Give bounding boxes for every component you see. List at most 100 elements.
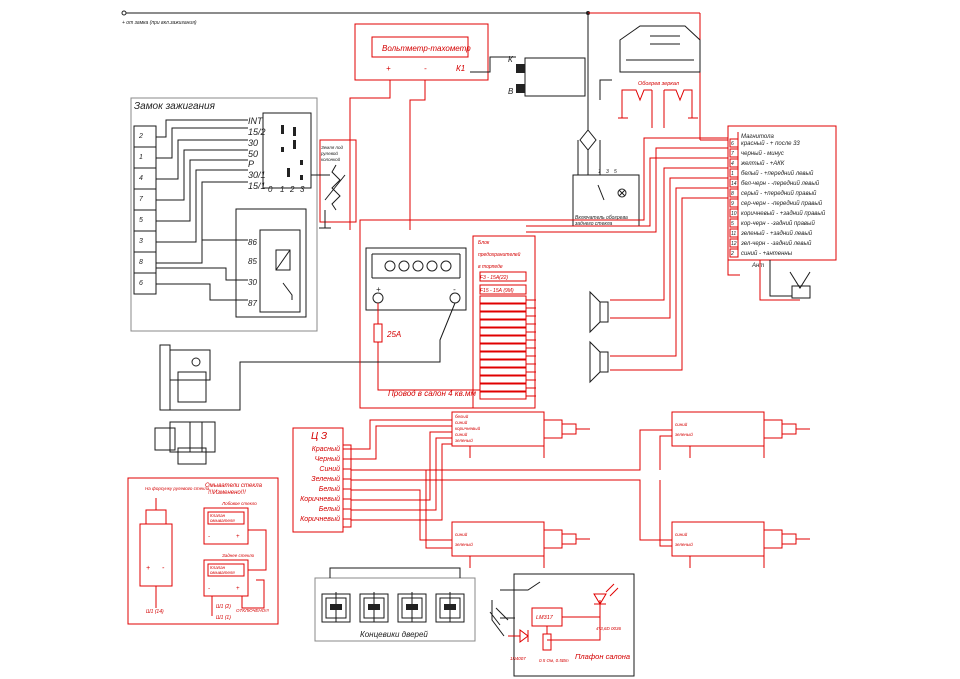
radio-pin: 5 [731,221,734,227]
fuse-block-title: в торпеде [478,264,503,270]
washer-connector: Ш1 (1) [216,615,231,621]
valve-plus: + [236,586,240,592]
fuse-cell [479,383,527,392]
ign-terminal: 15/1 [248,181,266,191]
fuse-cell [479,295,527,304]
switch-label: Включатель обогрева [575,215,628,221]
radio-pin: 1 [731,171,734,177]
washer-connector: Ш1 (2) [216,604,231,610]
washer-connector: Ш1 (14) [146,609,164,615]
door-switch-icon [435,592,465,623]
ign-position: 2 [289,185,295,194]
wire-note: Провод в салон 4 кв.мм [388,389,476,398]
cabin-light-title: Плафон салона [575,652,630,661]
tach-b: В [508,87,514,96]
ign-pin: 1 [139,154,143,161]
fuse-cell [479,303,527,312]
washer-minus: - [162,565,165,572]
radio-row: бел-черн - -передний левый [741,180,820,187]
valve-label: Клапан [210,565,226,570]
front-speaker [589,290,609,334]
ignition-title: Замок зажигания [134,101,216,112]
fuse-row: F3 - 15А(22) [480,275,508,281]
washer-rear-label: Заднее стекло [222,553,255,558]
radio-ant: Ант [751,263,764,269]
actuator-wire-label: синий [675,421,688,427]
ign-pin: 5 [139,217,143,224]
radio-pin: 11 [731,231,736,237]
rear-speaker [589,340,609,384]
central-lock-unit: Ц З КрасныйЧерныйСинийЗеленыйБелыйКоричн… [292,427,352,533]
fuse-cell [479,311,527,320]
valve-minus: - [208,534,210,540]
radio-row: белый - +передний левый [741,170,814,177]
door-switch-icon [397,592,427,623]
radio-row: синий - +антенны [741,250,793,257]
fuse-cell [479,327,527,336]
fuse-block: Блок предохранителей в торпеде F3 - 15А(… [472,235,536,409]
mirror-label: Обогрев зеркал [638,81,679,87]
fuse-cell [479,391,527,400]
actuator-wire-label: зеленый [674,541,693,547]
battery: + - [365,247,467,311]
ign-position: 0 [268,185,273,194]
valve-label: Клапан [210,513,226,518]
tach-k: К [508,55,514,64]
central-lock-wire: Белый [319,505,340,513]
actuator-right-rear: синий зеленый [671,521,810,568]
ign-pin: 3 [139,238,143,245]
fuse-cell [479,351,527,360]
cabin-ic: LM317 [536,615,554,621]
radio-pin: 9 [731,201,734,207]
fuse-cell [479,359,527,368]
column-ground: Земля под рулевой колонкой [311,139,357,229]
ign-pin: 4 [139,175,143,182]
ign-pin: 7 [139,196,144,203]
actuator-wire-label: коричневый [455,425,481,431]
actuator-wire-label: зеленый [674,431,693,437]
actuator-wiring [351,242,672,549]
washers-title: Омыватели стекла [205,483,263,489]
fuse-row: F15 - 15А (9М) [480,288,514,294]
central-lock-wire: Зеленый [311,475,340,483]
switch-pin: 5 [614,169,617,175]
radio-row: коричневый - +задний правый [741,210,826,217]
ign-position: 3 [300,185,305,194]
door-switch-icon [321,592,351,623]
radio-row: черный - минус [741,150,784,157]
radio-row: желтый - +АКК [740,160,785,167]
washer-column-label: На форсунку рулевого стекла [145,486,210,491]
main-fuse: 25А Провод в салон 4 кв.мм [159,302,480,411]
ignition-connector: 2 1 4 7 5 3 8 6 [133,125,157,295]
relay-terminal: 85 [248,257,257,266]
central-lock-wire: Коричневый [300,515,340,523]
radio-pin: 6 [731,141,734,147]
actuator-wire-label: синий [675,531,688,537]
relay-terminal: 86 [248,238,257,247]
radio-title: Магнитола [741,134,775,140]
fuse-cells [479,271,536,400]
switch-label: заднего стекла [574,221,613,227]
radio-row: кор-черн - -задний правый [741,220,815,227]
actuator-wire-label: белый [455,413,469,419]
ign-terminal: 50 [248,149,258,159]
radio-pin: 12 [731,241,737,247]
battery-plus: + [376,285,381,294]
valve-label: омывателя [210,570,235,575]
switch-pin: 3 [606,169,609,175]
door-switch-icon [359,592,389,623]
cabin-led: 4*3,6D 0036 [596,626,622,631]
ign-terminal: INT [248,116,264,126]
ign-terminal: 15/2 [248,127,266,137]
ignition-wires [156,119,248,301]
fuse-cell [479,375,527,384]
ground-note: рулевой [320,150,338,156]
ignition-switch-block: INT 15/2 30 50 P 30/1 15/1 0 1 2 [248,112,312,194]
valve-minus: - [208,586,210,592]
switch-pin: 1 [598,169,601,175]
fuse-block-title: предохранителей [478,251,521,258]
